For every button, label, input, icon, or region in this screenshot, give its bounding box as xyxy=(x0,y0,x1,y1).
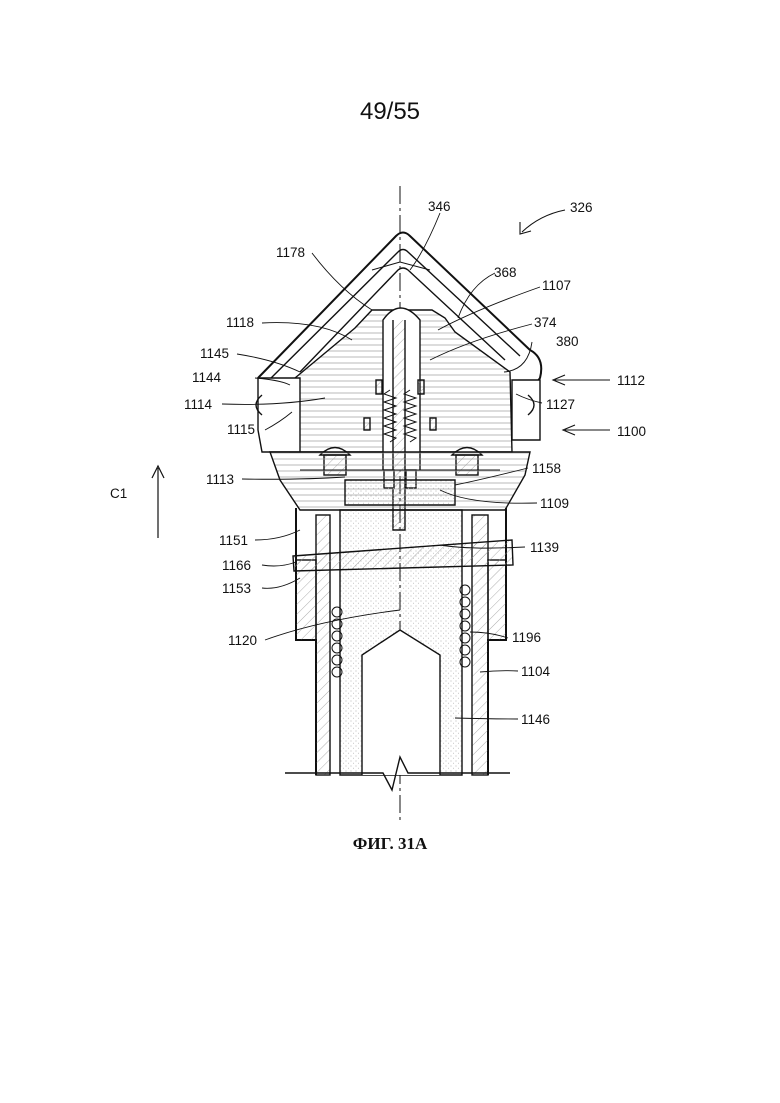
arrow-326 xyxy=(522,210,565,232)
label-1144: 1144 xyxy=(192,370,222,385)
left-lug xyxy=(258,378,300,452)
lower-tube-outer-left xyxy=(296,508,316,775)
label-1196: 1196 xyxy=(512,630,541,645)
label-1112: 1112 xyxy=(617,373,645,388)
label-1115: 1115 xyxy=(227,422,255,437)
label-368: 368 xyxy=(494,265,517,280)
label-1166: 1166 xyxy=(222,558,251,573)
label-380: 380 xyxy=(556,334,579,349)
label-1114: 1114 xyxy=(184,397,213,412)
label-1127: 1127 xyxy=(546,397,575,412)
label-1153: 1153 xyxy=(222,581,251,596)
label-1139: 1139 xyxy=(530,540,559,555)
label-1151: 1151 xyxy=(219,533,248,548)
inner-cavity xyxy=(362,630,440,775)
label-1178: 1178 xyxy=(276,245,305,260)
label-1120: 1120 xyxy=(228,633,257,648)
label-346: 346 xyxy=(428,199,451,214)
label-1158: 1158 xyxy=(532,461,561,476)
label-326: 326 xyxy=(570,200,593,215)
label-1107: 1107 xyxy=(542,278,571,293)
label-1104: 1104 xyxy=(521,664,551,679)
label-1118: 1118 xyxy=(226,315,254,330)
label-1100: 1100 xyxy=(617,424,646,439)
label-1113: 1113 xyxy=(206,472,234,487)
label-374: 374 xyxy=(534,315,557,330)
right-lug xyxy=(512,380,540,440)
label-1109: 1109 xyxy=(540,496,569,511)
figure-caption: ФИГ. 31А xyxy=(0,834,780,854)
label-1146: 1146 xyxy=(521,712,550,727)
label-1145: 1145 xyxy=(200,346,229,361)
label-c1: C1 xyxy=(110,486,127,501)
